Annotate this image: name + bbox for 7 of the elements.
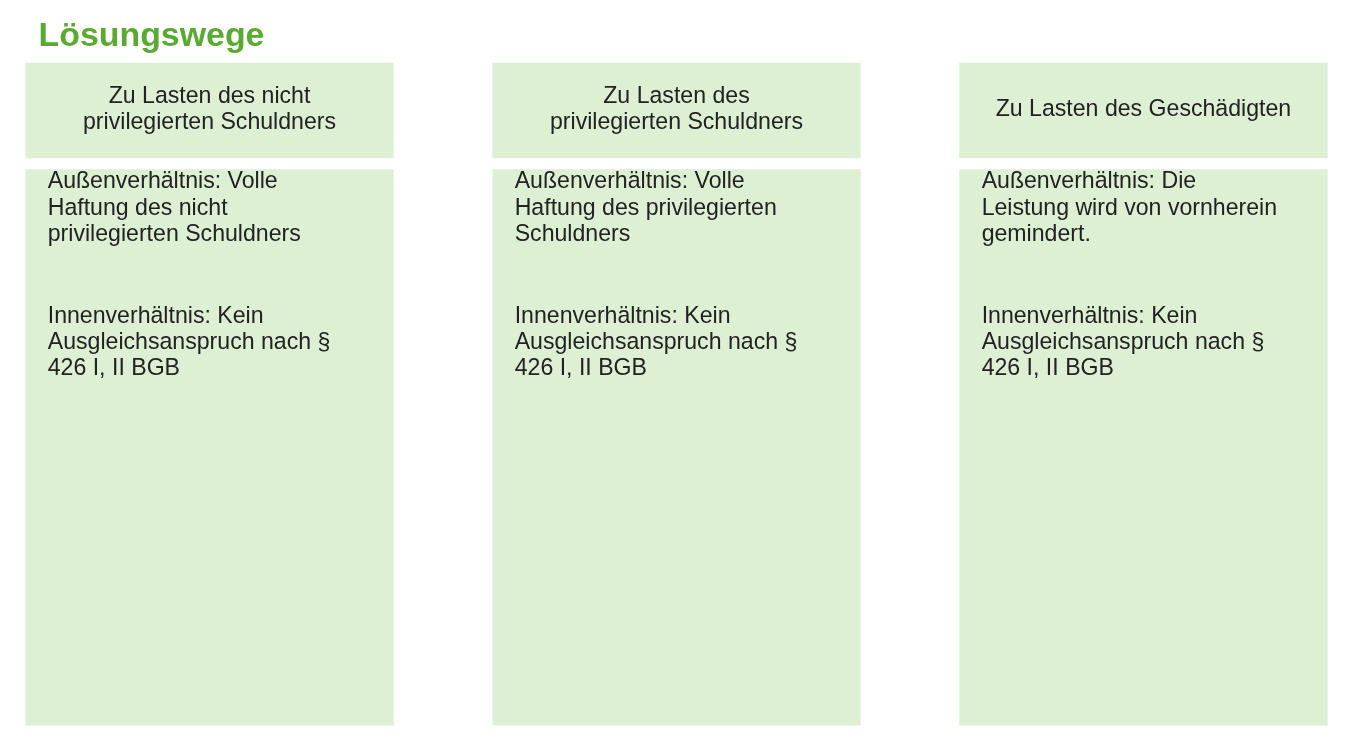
node-box: Außenverhältnis: Volle Haftung des nicht privilegierten Schuldners Innenverhältnis: Kein Ausgleichsanspruch nach § 426 I, II BGB	[25, 169, 394, 726]
node-box: Zu Lasten des nicht privilegierten Schuldners	[25, 62, 394, 159]
node-box: Außenverhältnis: Die Leistung wird von vornherein gemindert. Innenverhältnis: Kein Ausgleichsanspruch nach § 426 I, II BGB	[959, 169, 1328, 726]
node-box: Zu Lasten des privilegierten Schuldners	[492, 62, 861, 159]
diagram-title: Lösungswege	[38, 15, 265, 54]
node-box: Außenverhältnis: Volle Haftung des privilegierten Schuldners Innenverhältnis: Kein Ausgleichsanspruch nach § 426 I, II BGB	[492, 169, 861, 726]
node-box: Zu Lasten des Geschädigten	[959, 62, 1328, 159]
